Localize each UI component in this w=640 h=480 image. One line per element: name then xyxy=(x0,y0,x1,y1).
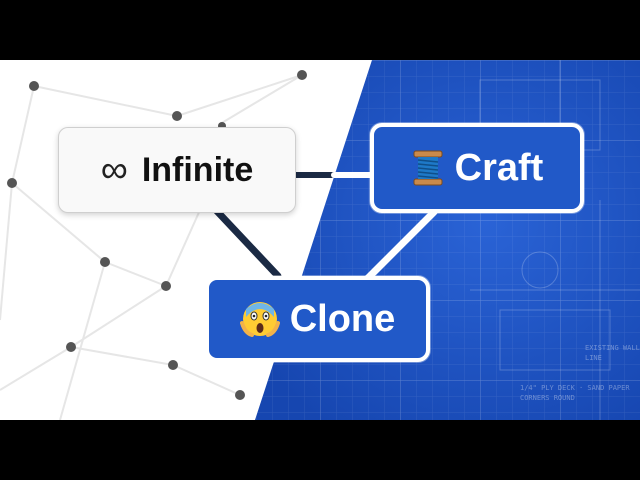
element-label: Infinite xyxy=(141,150,254,189)
element-label: Clone xyxy=(289,297,396,340)
background-art: EXISTING WALL LINE 1/4" PLY DECK · SAND … xyxy=(0,60,640,420)
blueprint-scribble: LINE xyxy=(585,354,602,362)
letterbox-bottom xyxy=(0,420,640,480)
letterbox-top xyxy=(0,0,640,60)
network-lines xyxy=(0,74,303,420)
blueprint-panel: EXISTING WALL LINE 1/4" PLY DECK · SAND … xyxy=(255,60,640,420)
node-connectors xyxy=(210,172,438,282)
element-card-clone[interactable]: Clone xyxy=(205,276,430,362)
element-card-infinite[interactable]: ∞ Infinite xyxy=(58,127,296,213)
scene: EXISTING WALL LINE 1/4" PLY DECK · SAND … xyxy=(0,60,640,420)
element-card-craft[interactable]: Craft xyxy=(370,123,584,213)
screaming-face-icon xyxy=(239,299,280,339)
blueprint-scribble: EXISTING WALL xyxy=(585,344,640,352)
blueprint-scribble: CORNERS ROUND xyxy=(520,394,575,402)
blueprint-scribble: 1/4" PLY DECK · SAND PAPER xyxy=(520,384,630,392)
network-dots xyxy=(7,70,307,400)
infinity-icon: ∞ xyxy=(100,148,128,191)
element-label: Craft xyxy=(454,146,544,189)
thread-spool-icon xyxy=(411,149,445,187)
